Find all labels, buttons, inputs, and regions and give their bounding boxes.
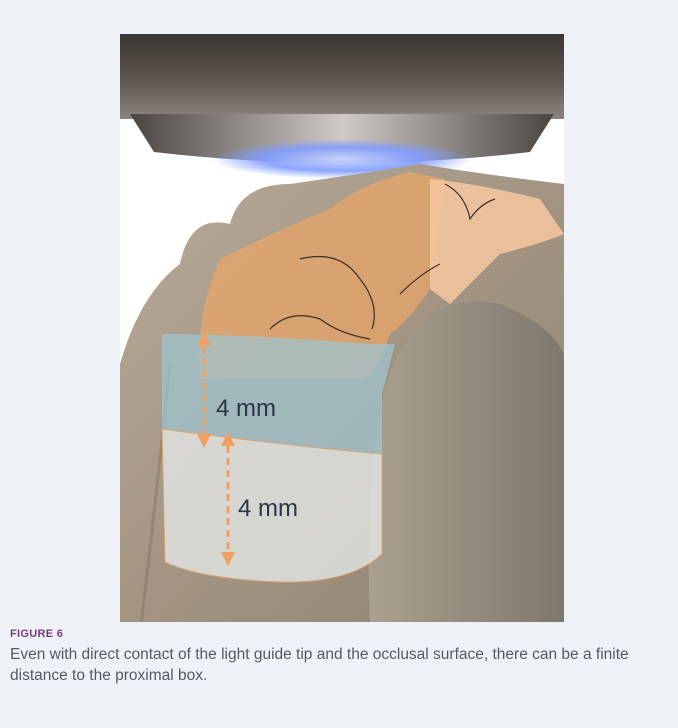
- upper-increment-label: 4 mm: [216, 395, 276, 422]
- light-guide: [120, 34, 564, 179]
- figure-image: 4 mm 4 mm: [120, 34, 564, 622]
- figure-caption: FIGURE 6 Even with direct contact of the…: [10, 628, 672, 686]
- lower-increment-label: 4 mm: [238, 495, 298, 522]
- figure-number: FIGURE 6: [10, 628, 672, 640]
- tooth-illustration: 4 mm 4 mm: [120, 34, 564, 622]
- caption-text: Even with direct contact of the light gu…: [10, 644, 672, 686]
